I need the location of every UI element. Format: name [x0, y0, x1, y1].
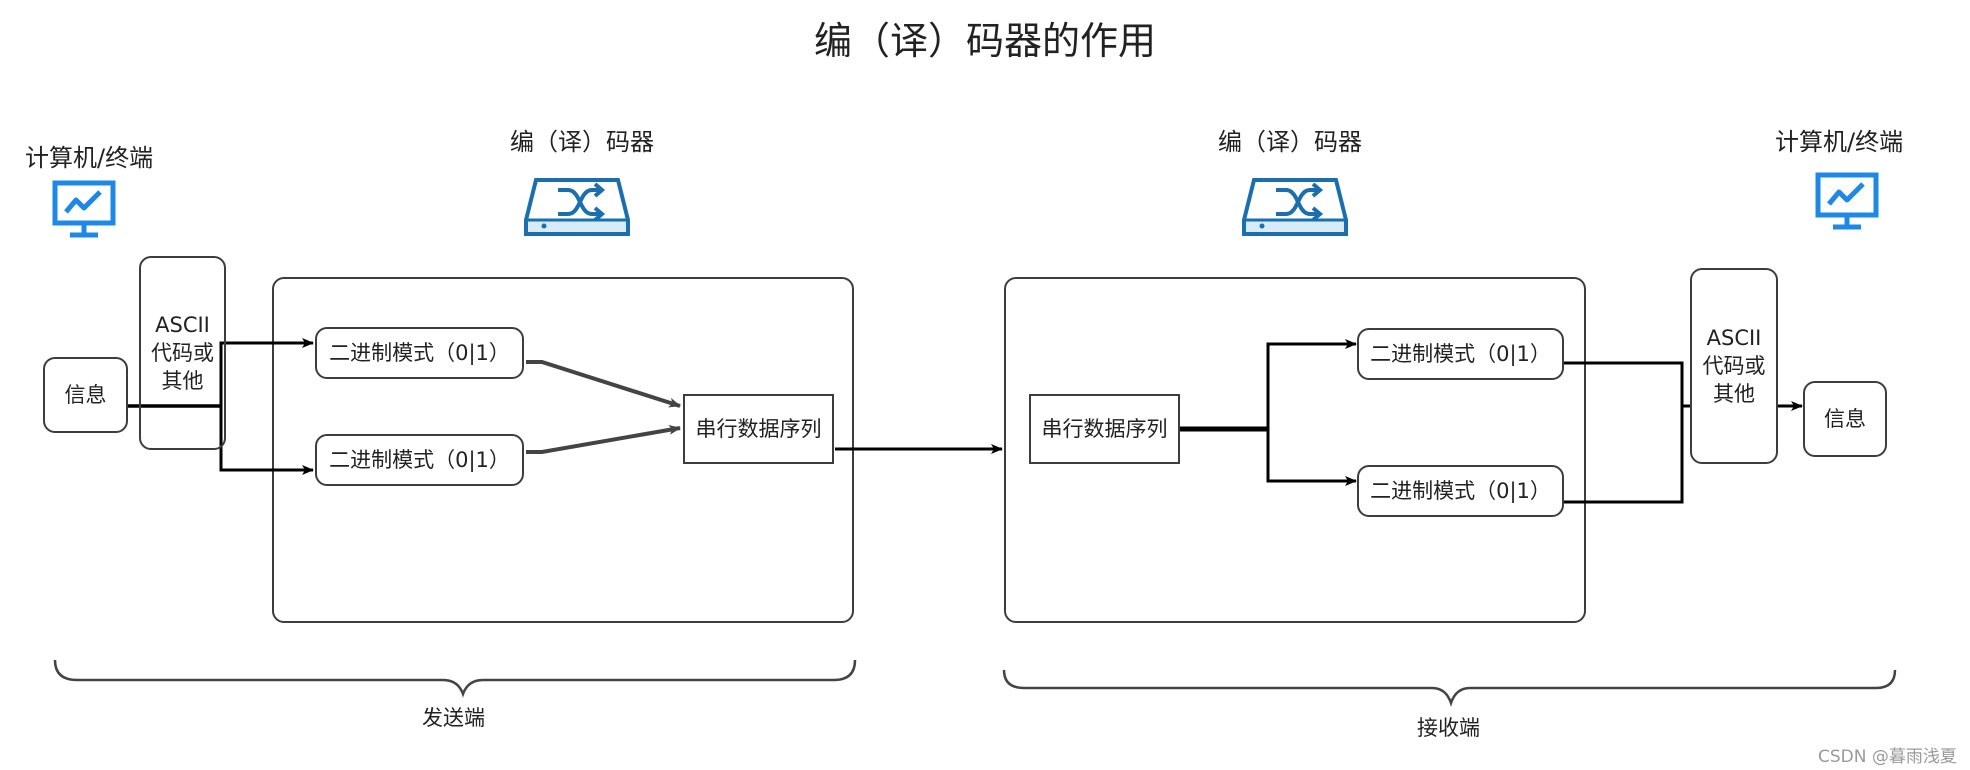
watermark: CSDN @暮雨浅夏	[1818, 747, 1957, 767]
sender-binary-mode-label-1: 二进制模式（0|1）	[329, 341, 510, 365]
page-title: 编（译）码器的作用	[813, 19, 1156, 63]
monitor-icon	[1815, 172, 1879, 230]
sender-info-label: 信息	[64, 383, 107, 407]
receiver-ascii-line-1: ASCII	[1706, 326, 1762, 350]
sender-serial-box: 串行数据序列	[683, 394, 834, 464]
receiver-brace	[1002, 669, 1897, 707]
receiver-ascii-line-2: 代码或	[1702, 354, 1766, 378]
receiver-info-label: 信息	[1824, 407, 1866, 431]
sender-brace	[53, 659, 857, 698]
monitor-icon	[52, 180, 116, 238]
sender-binary-mode-label-2: 二进制模式（0|1）	[329, 448, 510, 472]
receiver-ascii-box: ASCII 代码或 其他	[1690, 268, 1778, 464]
receiver-codec-label: 编（译）码器	[1218, 128, 1362, 156]
receiver-side-label: 接收端	[1417, 716, 1480, 740]
sender-ascii-line-2: 代码或	[151, 341, 214, 365]
receiver-binary-mode-box-1: 二进制模式（0|1）	[1357, 328, 1564, 380]
sender-ascii-line-3: 其他	[161, 369, 204, 393]
sender-ascii-box: ASCII 代码或 其他	[139, 256, 226, 450]
sender-side-label: 发送端	[422, 706, 485, 730]
receiver-codec-panel	[1004, 277, 1586, 623]
sender-computer-label: 计算机/终端	[25, 144, 154, 172]
sender-binary-mode-box-1: 二进制模式（0|1）	[315, 327, 524, 379]
sender-codec-label: 编（译）码器	[510, 128, 654, 156]
sender-serial-label: 串行数据序列	[695, 417, 822, 441]
receiver-serial-box: 串行数据序列	[1029, 394, 1180, 464]
sender-ascii-line-1: ASCII	[155, 313, 210, 337]
receiver-computer-label: 计算机/终端	[1775, 128, 1904, 156]
shuffle-router-icon	[1242, 178, 1348, 236]
sender-info-box: 信息	[43, 357, 128, 433]
receiver-binary-mode-label-2: 二进制模式（0|1）	[1370, 479, 1551, 503]
receiver-serial-label: 串行数据序列	[1041, 417, 1168, 441]
shuffle-router-icon	[524, 178, 630, 236]
receiver-binary-mode-box-2: 二进制模式（0|1）	[1357, 465, 1564, 517]
receiver-binary-mode-label-1: 二进制模式（0|1）	[1370, 342, 1551, 366]
receiver-info-box: 信息	[1803, 381, 1887, 457]
sender-binary-mode-box-2: 二进制模式（0|1）	[315, 434, 524, 486]
receiver-ascii-line-3: 其他	[1713, 382, 1755, 406]
